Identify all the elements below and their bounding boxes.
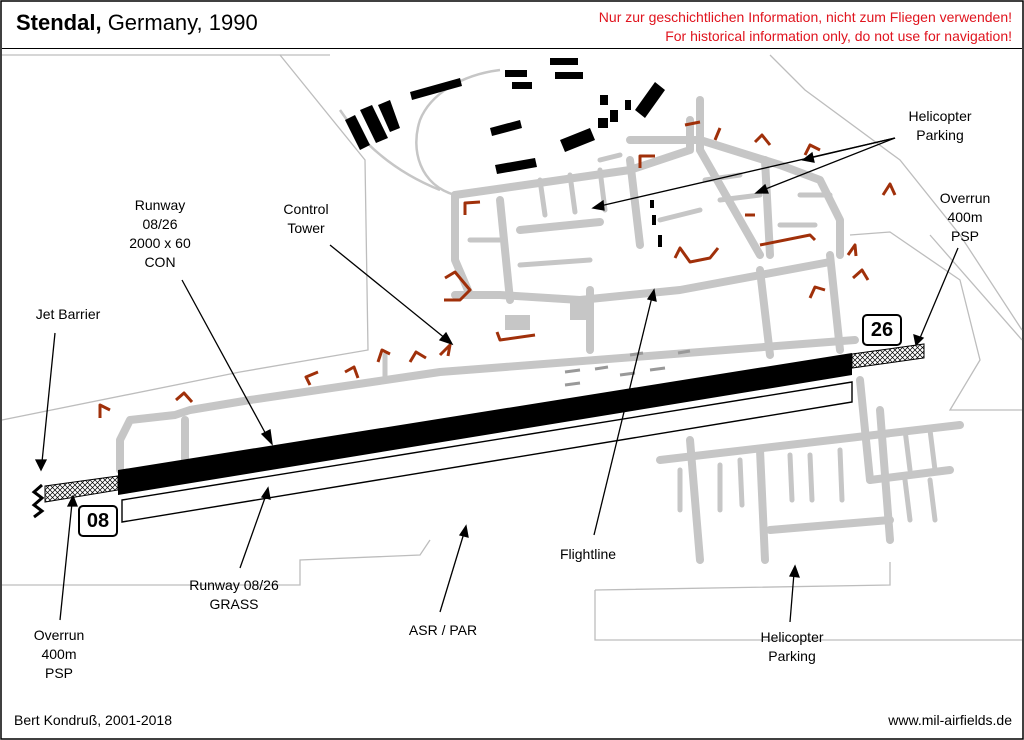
title-bold: Stendal, [16,10,102,35]
runway-id-08: 08 [78,505,118,537]
label-runway-con: Runway 08/26 2000 x 60 CON [129,197,191,270]
warning-de: Nur zur geschichtlichen Information, nic… [598,9,1012,25]
title-rest: Germany, 1990 [101,10,258,35]
airfield-boundary [1,54,1023,641]
shelters [98,120,897,418]
overrun-east [851,343,925,369]
label-heli-parking-top: Helicopter Parking [908,108,972,143]
label-overrun-east: Overrun 400m PSP [939,190,991,244]
warning-en: For historical information only, do not … [665,28,1012,44]
header-bar: Stendal, Germany, 1990 Nur zur geschicht… [2,2,1022,49]
label-runway-grass: Runway 08/26 GRASS [189,577,279,612]
footer-author: Bert Kondruß, 2001-2018 [14,712,172,728]
label-heli-parking-bottom: Helicopter Parking [760,629,824,664]
footer-website[interactable]: www.mil-airfields.de [888,712,1012,728]
taxiway-network [116,96,964,564]
label-asr-par: ASR / PAR [408,622,478,638]
label-jet-barrier: Jet Barrier [35,306,101,322]
label-overrun-west: Overrun 400m PSP [33,627,85,681]
leader-arrows [34,137,959,623]
label-flightline: Flightline [559,546,617,562]
buildings [345,58,665,247]
map-title: Stendal, Germany, 1990 [16,10,258,36]
label-control-tower: Control Tower [283,201,329,236]
runway-concrete [118,353,852,495]
warning-text: Nur zur geschichtlichen Information, nic… [599,8,1012,46]
jet-barrier [31,483,45,519]
runway-id-26: 26 [862,314,902,346]
runway-grass [121,381,853,523]
overrun-west [44,475,119,503]
